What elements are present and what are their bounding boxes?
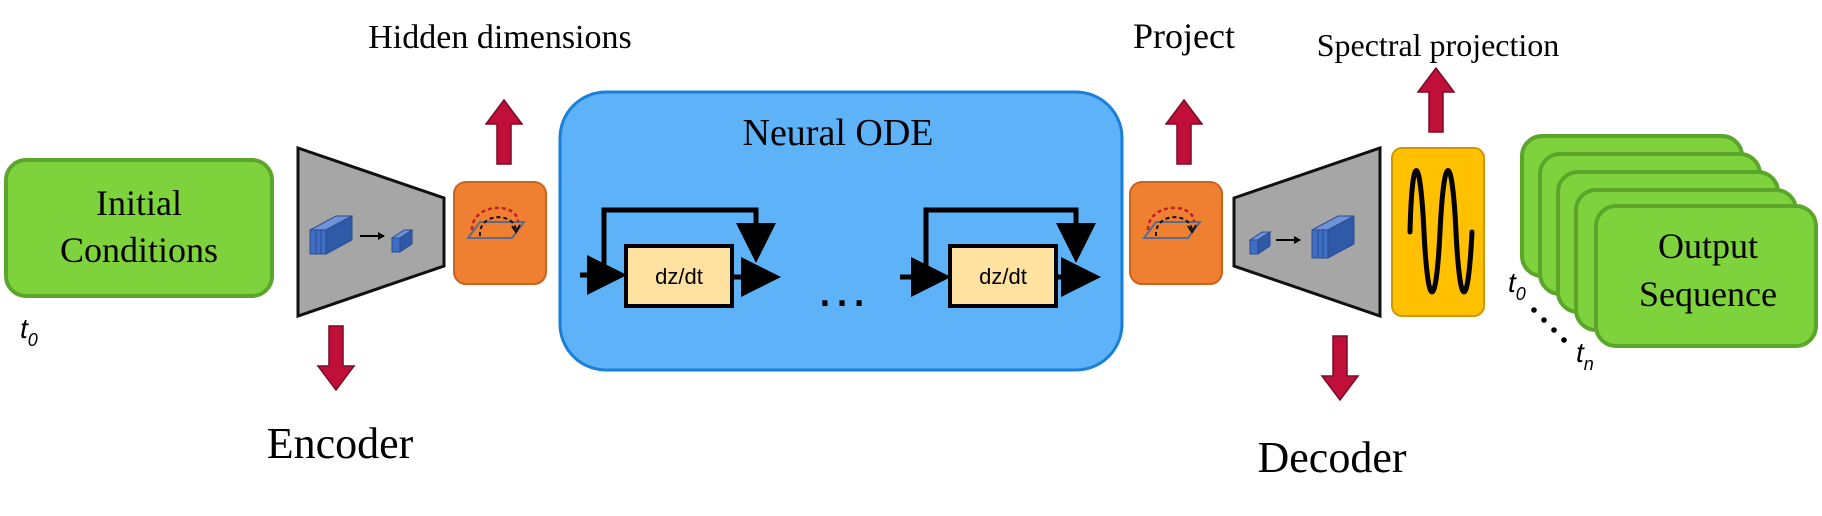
spectral-projection-block bbox=[1391, 147, 1485, 317]
output-label-line1: Output bbox=[1658, 226, 1758, 266]
ode-step-1: dz/dt bbox=[580, 207, 781, 308]
hidden-dimensions-up-arrow bbox=[485, 99, 523, 165]
hidden-dimensions-label: Hidden dimensions bbox=[368, 19, 631, 56]
dzdt-label-2: dz/dt bbox=[979, 264, 1027, 289]
sine-wave-icon bbox=[1407, 168, 1475, 295]
dzdt-box-1 bbox=[624, 244, 734, 308]
decoder-down-arrow bbox=[1321, 335, 1359, 401]
neural-ode-block: Neural ODE dz/dt … dz/dt bbox=[558, 90, 1124, 372]
input-time-label: t0 bbox=[20, 313, 38, 350]
output-time-end-label: tn bbox=[1576, 337, 1594, 374]
initial-conditions-label-line2: Conditions bbox=[60, 230, 218, 270]
output-sequence-stack: Output Sequence bbox=[1520, 134, 1818, 348]
initial-conditions-box: Initial Conditions bbox=[4, 158, 274, 298]
decoder-label: Decoder bbox=[1257, 433, 1406, 482]
output-time-dots bbox=[1531, 307, 1567, 343]
decoder-cubes-icon bbox=[1248, 215, 1355, 259]
ode-step-2: dz/dt bbox=[900, 207, 1101, 308]
dzdt-label-1: dz/dt bbox=[655, 264, 703, 289]
spectral-projection-up-arrow bbox=[1417, 67, 1455, 133]
project-label: Project bbox=[1133, 16, 1235, 56]
ode-ellipsis: … bbox=[815, 258, 869, 318]
project-up-arrow bbox=[1165, 99, 1203, 165]
output-card-5 bbox=[1594, 204, 1818, 348]
encoder-label: Encoder bbox=[267, 419, 414, 468]
neural-ode-label: Neural ODE bbox=[743, 112, 934, 154]
encoder-down-arrow bbox=[317, 325, 355, 391]
encoder-block bbox=[296, 145, 446, 319]
spectral-projection-label: Spectral projection bbox=[1317, 27, 1560, 63]
encoder-cubes-icon bbox=[309, 215, 414, 255]
output-label-line2: Sequence bbox=[1639, 274, 1777, 314]
output-time-start-label: t0 bbox=[1508, 267, 1526, 304]
hidden-dimensions-block bbox=[453, 181, 547, 285]
decoder-block bbox=[1232, 145, 1382, 319]
initial-conditions-label-line1: Initial bbox=[96, 183, 182, 223]
project-block bbox=[1129, 181, 1223, 285]
